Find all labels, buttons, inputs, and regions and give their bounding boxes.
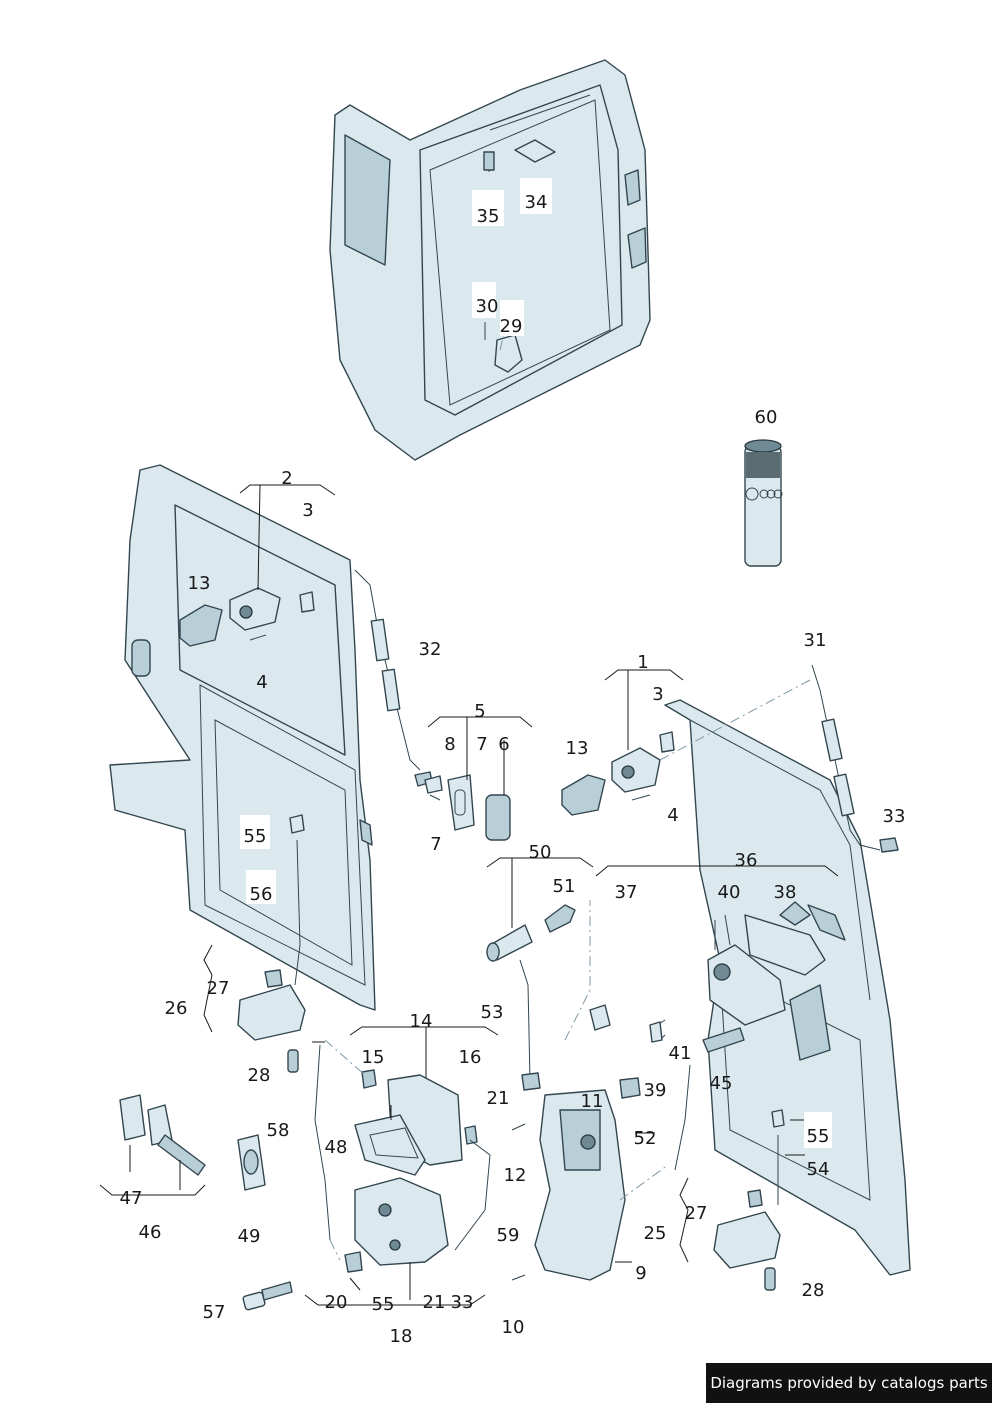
callout-14: 14 — [410, 1011, 433, 1032]
callout-13-right: 13 — [566, 738, 589, 759]
callout-59: 59 — [497, 1225, 520, 1246]
right-door-illustration — [561, 699, 911, 1276]
callout-30: 30 — [476, 296, 499, 317]
callout-36: 36 — [735, 850, 758, 871]
callout-13-left: 13 — [188, 573, 211, 594]
callout-16: 16 — [459, 1047, 482, 1068]
callout-10: 10 — [502, 1317, 525, 1338]
rods — [519, 959, 691, 1171]
callout-55-right: 55 — [807, 1126, 830, 1147]
callout-38: 38 — [774, 882, 797, 903]
latch-carrier-9 — [511, 1089, 626, 1281]
callout-12: 12 — [504, 1165, 527, 1186]
callout-55-bottom: 55 — [372, 1294, 395, 1315]
callout-48: 48 — [325, 1137, 348, 1158]
group-brackets — [99, 484, 839, 1306]
callout-2: 2 — [281, 468, 292, 489]
callout-7-bottom: 7 — [430, 834, 441, 855]
callout-41: 41 — [669, 1043, 692, 1064]
callout-33-right: 33 — [883, 806, 906, 827]
callout-9: 9 — [635, 1263, 646, 1284]
callout-3-right: 3 — [652, 684, 663, 705]
callout-27-left: 27 — [207, 978, 230, 999]
callout-8: 8 — [444, 734, 455, 755]
striker-parts-46 — [119, 1094, 266, 1191]
callout-25: 25 — [644, 1223, 667, 1244]
cable-32 — [354, 569, 421, 771]
striker-25-26 — [237, 969, 785, 1291]
callout-54: 54 — [807, 1159, 830, 1180]
callout-34: 34 — [525, 192, 548, 213]
callout-57: 57 — [203, 1302, 226, 1323]
callout-47: 47 — [120, 1188, 143, 1209]
callout-3-left: 3 — [302, 500, 313, 521]
callout-52: 52 — [634, 1128, 657, 1149]
callout-21-bottom: 21 — [423, 1292, 446, 1313]
callout-60: 60 — [755, 407, 778, 428]
callout-20: 20 — [325, 1292, 348, 1313]
catalog-credit-banner: Diagrams provided by catalogs parts — [706, 1363, 992, 1403]
bolt-57 — [242, 1281, 293, 1311]
callout-40: 40 — [718, 882, 741, 903]
callout-29: 29 — [500, 316, 523, 337]
callout-35: 35 — [477, 206, 500, 227]
callout-6: 6 — [498, 734, 509, 755]
callout-49: 49 — [238, 1226, 261, 1247]
callout-37: 37 — [615, 882, 638, 903]
callout-21-top: 21 — [487, 1088, 510, 1109]
callout-33-bottom: 33 — [451, 1292, 474, 1313]
vehicle-body-illustration — [329, 59, 651, 461]
callout-51: 51 — [553, 876, 576, 897]
callout-labels: 35 34 30 29 60 2 3 13 4 32 5 8 7 6 7 1 3… — [120, 192, 906, 1347]
inner-handle-mechanism-36 — [589, 901, 846, 1099]
cover-plate-14 — [354, 1069, 478, 1176]
callout-27-right: 27 — [685, 1203, 708, 1224]
callout-31: 31 — [804, 630, 827, 651]
callout-58: 58 — [267, 1120, 290, 1141]
callout-46: 46 — [139, 1222, 162, 1243]
alignment-lines — [324, 329, 811, 1261]
callout-7-top: 7 — [476, 734, 487, 755]
callout-28-left: 28 — [248, 1065, 271, 1086]
callout-4-left: 4 — [256, 672, 267, 693]
grease-can-60 — [744, 439, 783, 567]
callout-50: 50 — [529, 842, 552, 863]
callout-32: 32 — [419, 639, 442, 660]
callout-28-right: 28 — [802, 1280, 825, 1301]
callout-53: 53 — [481, 1002, 504, 1023]
callout-15: 15 — [362, 1047, 385, 1068]
outside-handle-group-5 — [414, 771, 511, 841]
lock-cylinder-50 — [486, 904, 576, 962]
callout-4-right: 4 — [667, 805, 678, 826]
callout-5: 5 — [474, 701, 485, 722]
label-backgrounds — [240, 178, 832, 1148]
callout-55-left: 55 — [244, 826, 267, 847]
lock-assembly-18 — [314, 1044, 491, 1273]
callout-39: 39 — [644, 1080, 667, 1101]
callout-11: 11 — [581, 1091, 604, 1112]
callout-45: 45 — [710, 1073, 733, 1094]
callout-18: 18 — [390, 1326, 413, 1347]
left-door-illustration — [109, 464, 376, 1011]
cable-31 — [811, 664, 899, 853]
callout-56: 56 — [250, 884, 273, 905]
callout-1: 1 — [637, 652, 648, 673]
callout-26: 26 — [165, 998, 188, 1019]
